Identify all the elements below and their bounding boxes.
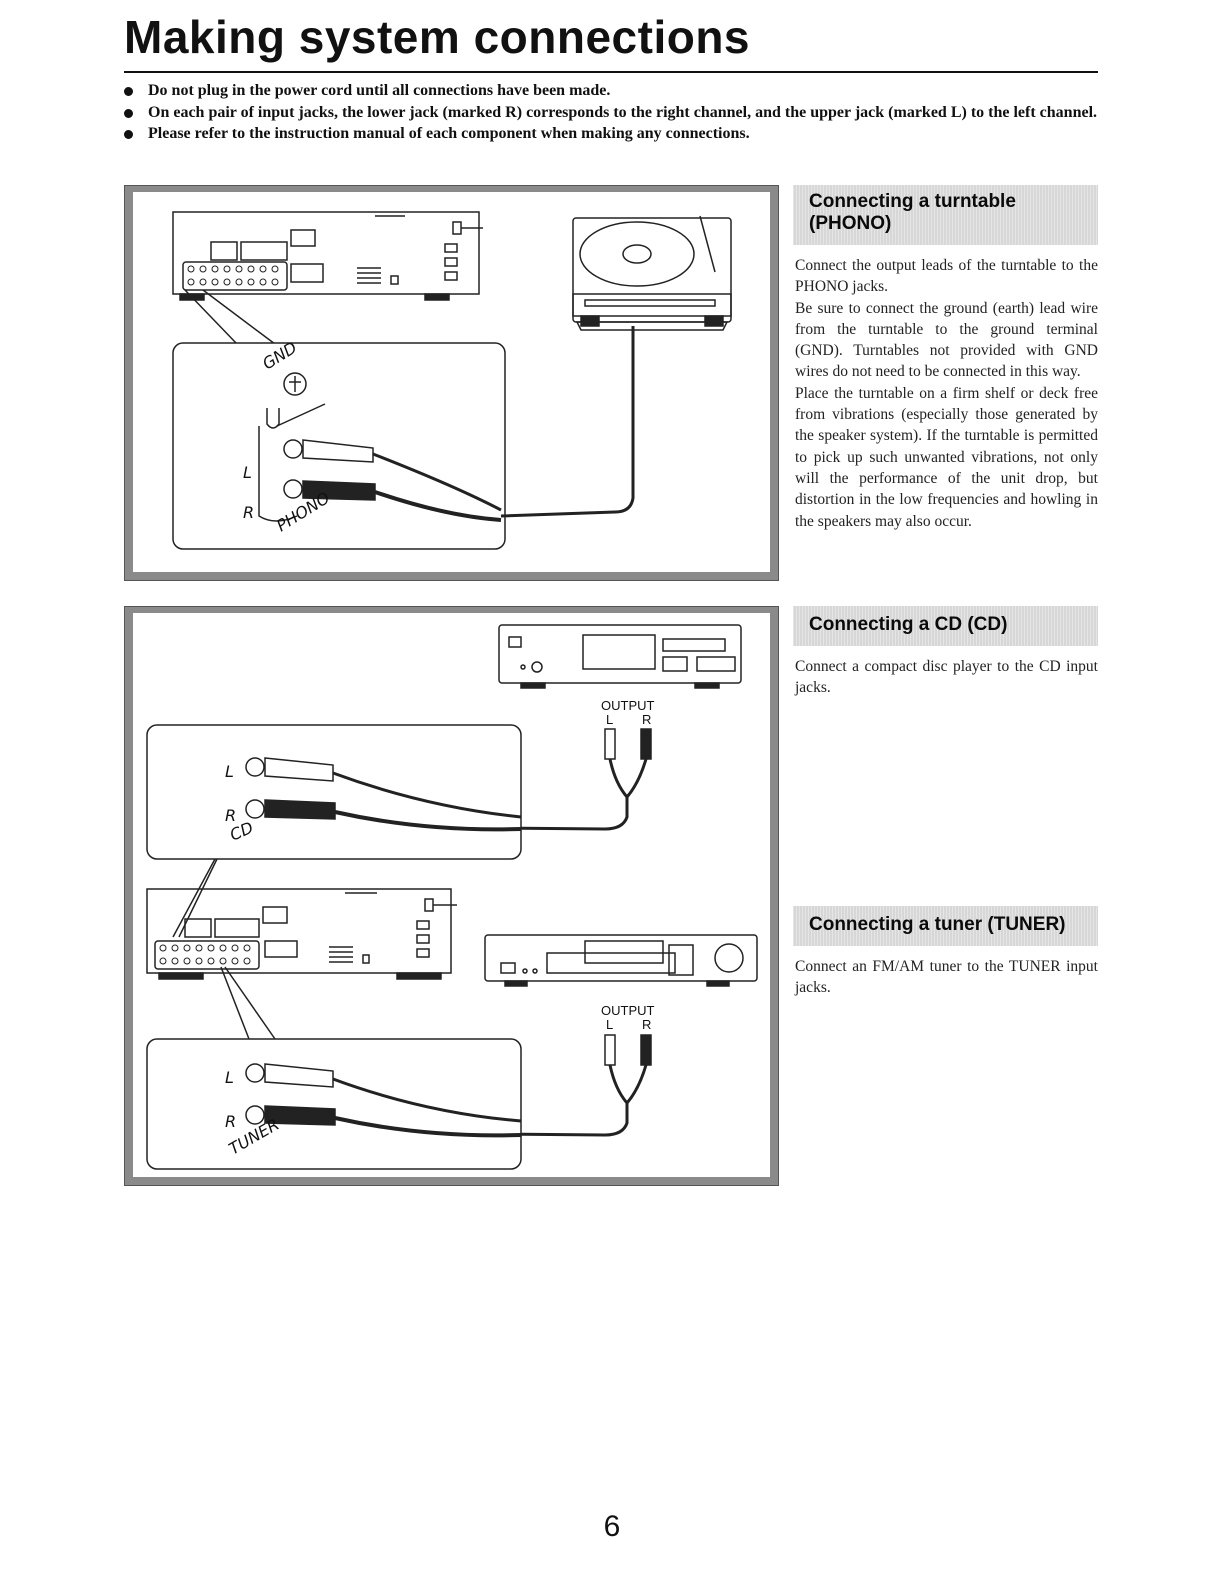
tuner-right-channel-label: R <box>225 1112 236 1131</box>
cd-section-body: Connect a compact disc player to the CD … <box>795 656 1098 699</box>
page-title: Making system connections <box>124 11 750 63</box>
cd-output-plugs <box>374 728 652 831</box>
paragraph: Connect a compact disc player to the CD … <box>795 658 1098 697</box>
amplifier-rear-panel <box>172 211 483 301</box>
paragraph: Place the turntable on a firm shelf or d… <box>795 384 1098 530</box>
paragraph: Connect an FM/AM tuner to the TUNER inpu… <box>795 958 1098 997</box>
tuner-section-body: Connect an FM/AM tuner to the TUNER inpu… <box>795 956 1098 999</box>
right-channel-label: R <box>243 503 254 522</box>
tuner-section-heading: Connecting a tuner (TUNER) <box>793 906 1098 946</box>
cd-player-unit <box>498 624 742 689</box>
cd-tuner-connection-figure: OUTPUT L R L R CD <box>124 606 779 1186</box>
paragraph: Connect the output leads of the turntabl… <box>795 257 1098 296</box>
instruction-bullets: Do not plug in the power cord until all … <box>124 80 1100 145</box>
turntable-diagram: GND L R PHONO <box>172 211 732 550</box>
amplifier-rear-panel-2 <box>146 888 457 980</box>
tuner-output-plugs <box>374 1034 652 1137</box>
cd-section-heading: Connecting a CD (CD) <box>793 606 1098 646</box>
turntable-section: Connecting a turntable (PHONO) Connect t… <box>793 185 1098 532</box>
tuner-jack-callout <box>146 966 522 1170</box>
cd-output-label: OUTPUT <box>601 698 655 713</box>
cd-output-left-label: L <box>606 712 613 727</box>
turntable-section-body: Connect the output leads of the turntabl… <box>795 255 1098 532</box>
cd-output-right-label: R <box>642 712 651 727</box>
cd-jack-callout <box>146 724 522 938</box>
tuner-output-label: OUTPUT <box>601 1003 655 1018</box>
jack-callout <box>172 289 506 550</box>
title-rule <box>124 71 1098 73</box>
turntable-section-heading: Connecting a turntable (PHONO) <box>793 185 1098 245</box>
tuner-output-left-label: L <box>606 1017 613 1032</box>
left-channel-label: L <box>243 463 252 482</box>
paragraph: Be sure to connect the ground (earth) le… <box>795 299 1098 381</box>
cd-left-channel-label: L <box>225 762 234 781</box>
tuner-output-right-label: R <box>642 1017 651 1032</box>
turntable-connection-figure: GND L R PHONO <box>124 185 779 581</box>
cd-section: Connecting a CD (CD) Connect a compact d… <box>793 606 1098 699</box>
turntable-unit <box>500 215 732 518</box>
tuner-unit <box>484 934 758 987</box>
cd-tuner-diagram: OUTPUT L R L R CD <box>146 624 758 1170</box>
page-number: 6 <box>603 1510 621 1543</box>
bullet-item: Do not plug in the power cord until all … <box>124 80 1100 102</box>
cd-right-channel-label: R <box>225 806 236 825</box>
tuner-left-channel-label: L <box>225 1068 234 1087</box>
tuner-section: Connecting a tuner (TUNER) Connect an FM… <box>793 906 1098 999</box>
bullet-item: On each pair of input jacks, the lower j… <box>124 102 1100 124</box>
bullet-item: Please refer to the instruction manual o… <box>124 123 1100 145</box>
